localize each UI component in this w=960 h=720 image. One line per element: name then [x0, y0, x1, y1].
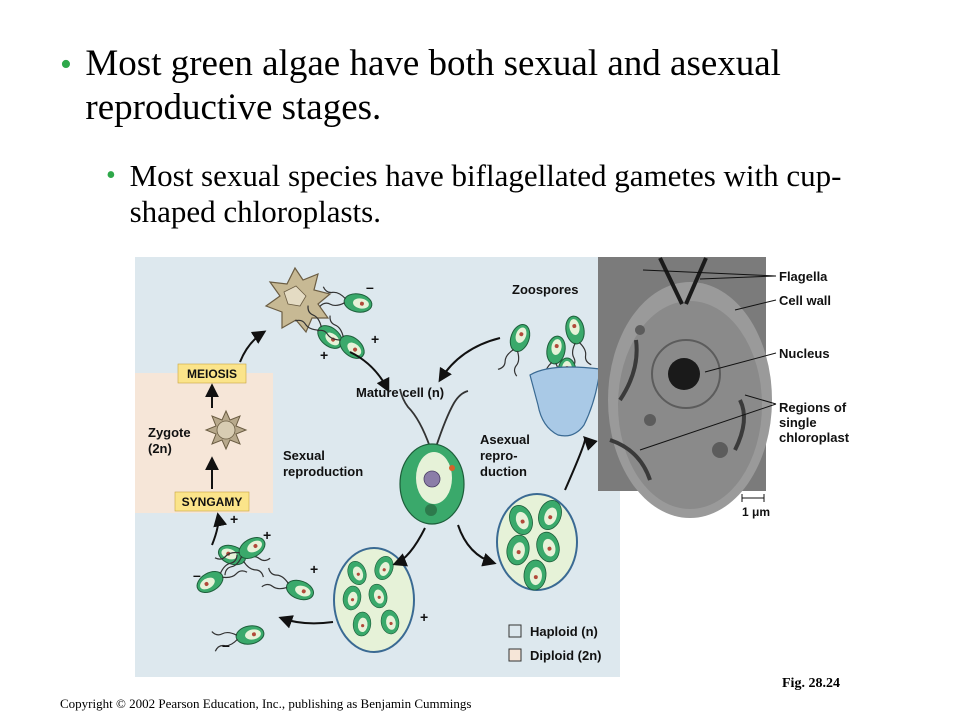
copyright-notice: Copyright © 2002 Pearson Education, Inc.… [60, 696, 472, 711]
plus-sign: + [320, 347, 328, 363]
bullet-marker: • [106, 160, 116, 191]
bullet-1-text: Most green algae have both sexual and as… [85, 43, 781, 128]
arrow-zoospores-to-mature [438, 337, 501, 383]
gametangium [333, 547, 415, 653]
diploid-swatch [508, 648, 522, 662]
zygote-label-line-2: (2n) [148, 441, 172, 456]
arrow-gametes-to-syngamy [211, 512, 228, 546]
regions-label-line-1: Regions of [779, 400, 847, 415]
zoosporangium [496, 493, 578, 592]
regions-label-line-3: chloroplast [779, 430, 850, 445]
zoospores-label: Zoospores [512, 282, 578, 297]
zygote-label-line-1: Zygote [148, 425, 191, 440]
bullet-marker: • [60, 46, 72, 83]
meiosis-label-box [177, 363, 247, 384]
arrow-mature-to-sporangium [457, 524, 497, 567]
arrow-mature-to-gametangium [392, 527, 426, 567]
syngamy-label-box [174, 491, 250, 512]
scale-bar [741, 494, 765, 502]
arrow-gametes-to-mature [349, 351, 390, 393]
sexual-label-line-2: reproduction [283, 464, 363, 479]
figure-reference: Fig. 28.24 [782, 676, 840, 691]
minus-sign: – [222, 637, 230, 653]
arrow-sporangium-to-zoospores [564, 436, 598, 491]
plus-sign: + [310, 561, 318, 577]
haploid-swatch [508, 624, 522, 638]
asexual-label-line-3: duction [480, 464, 527, 479]
parent-cell-wall [529, 366, 601, 437]
diploid-region [135, 373, 273, 513]
plus-sign: + [263, 527, 271, 543]
minus-sign: – [366, 279, 374, 295]
regions-label-line-2: single [779, 415, 817, 430]
scale-bar-label: 1 μm [742, 505, 770, 519]
bullet-2: • Most sexual species have biflagellated… [106, 158, 886, 230]
plus-sign: + [371, 331, 379, 347]
diploid-legend-label: Diploid (2n) [530, 648, 602, 663]
cell-wall-label: Cell wall [779, 293, 831, 308]
flagella-label: Flagella [779, 269, 828, 284]
mature-cell [399, 388, 469, 525]
meiosis-label: MEIOSIS [187, 367, 237, 381]
sexual-label-line-1: Sexual [283, 448, 325, 463]
minus-sign: – [193, 567, 201, 583]
haploid-legend-label: Haploid (n) [530, 624, 598, 639]
bullet-2-text: Most sexual species have biflagellated g… [129, 158, 842, 229]
plus-sign: + [230, 511, 238, 527]
asexual-label-line-1: Asexual [480, 432, 530, 447]
leader-lines [639, 269, 777, 451]
nucleus-label: Nucleus [779, 346, 830, 361]
zygote-cell [204, 409, 248, 451]
plus-sign: + [420, 609, 428, 625]
bullet-1: • Most green algae have both sexual and … [60, 42, 880, 130]
arrow-meiosis-to-germination [239, 330, 267, 363]
arrow-gametangium-to-gametes [278, 615, 334, 629]
asexual-label-line-2: repro- [480, 448, 518, 463]
electron-micrograph [598, 257, 772, 518]
syngamy-label: SYNGAMY [182, 495, 243, 509]
